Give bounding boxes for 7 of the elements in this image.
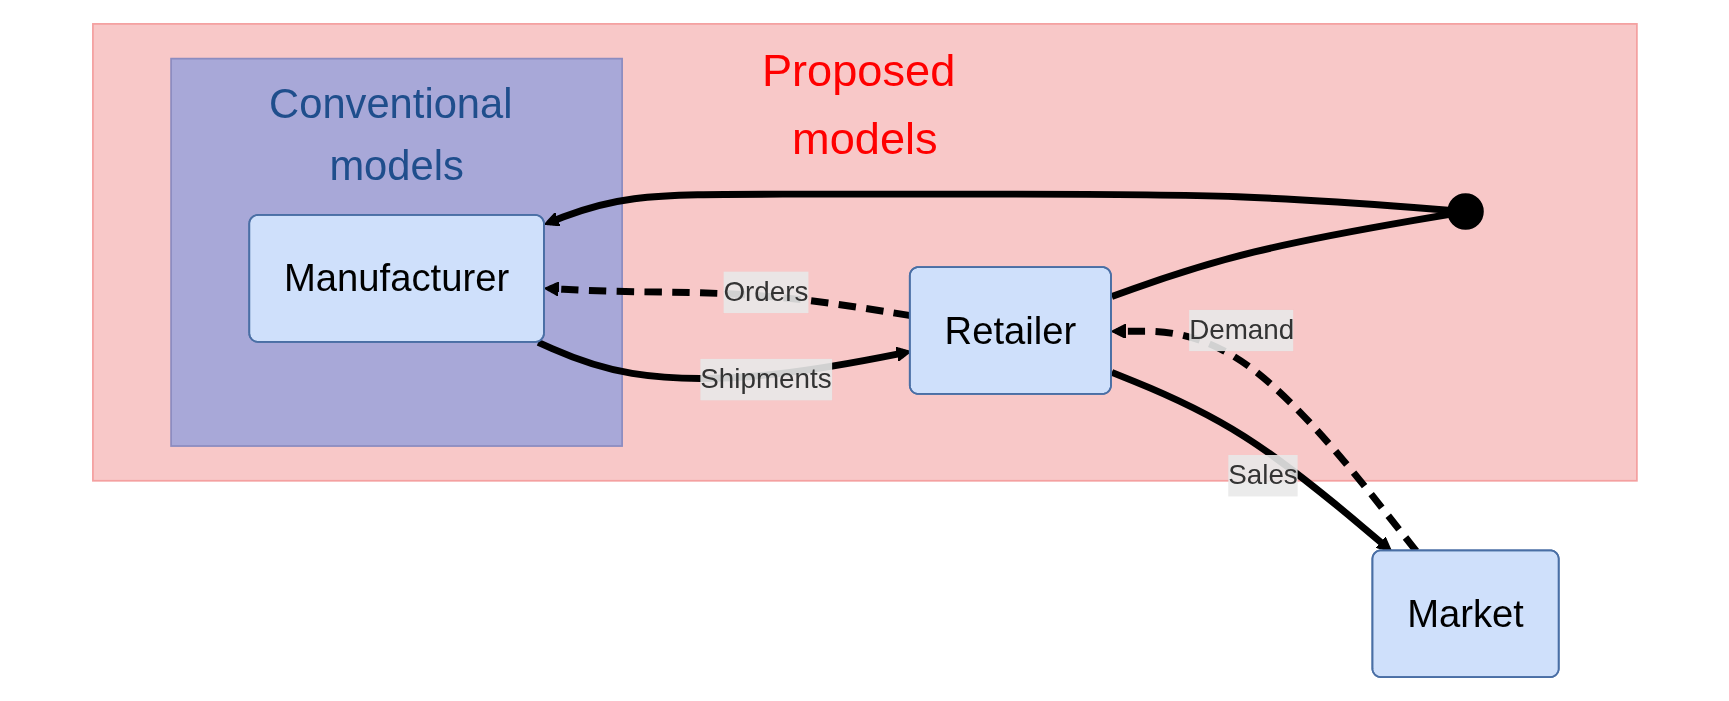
edge-label: Orders <box>723 276 809 307</box>
node-switch <box>1446 193 1484 230</box>
arrow <box>543 190 1449 227</box>
connector <box>1110 211 1449 300</box>
edge-label: Demand <box>1188 314 1294 345</box>
edge-label: Shipments <box>699 363 832 394</box>
arrow <box>1110 369 1392 552</box>
